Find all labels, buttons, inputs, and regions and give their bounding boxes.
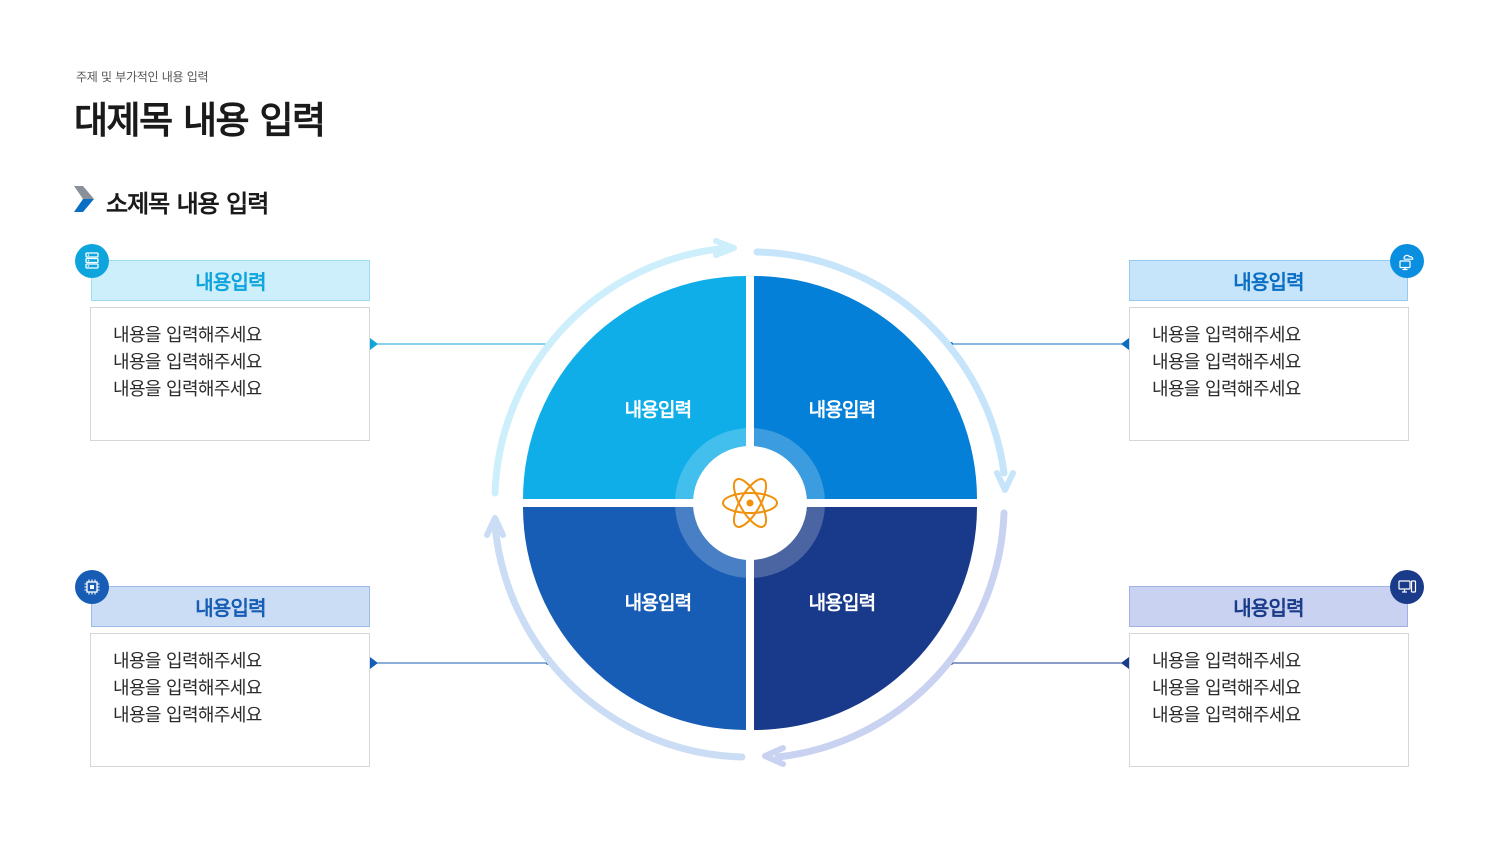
card-text-line: 내용을 입력해주세요 xyxy=(1152,651,1301,672)
atom-icon xyxy=(722,478,778,528)
card-text-line: 내용을 입력해주세요 xyxy=(113,678,262,699)
card-body-top-left: 내용을 입력해주세요 내용을 입력해주세요 내용을 입력해주세요 xyxy=(90,307,370,441)
arrowhead-icon xyxy=(484,515,506,538)
segment-label-top-left: 내용입력 xyxy=(625,399,692,421)
chevron-right-icon xyxy=(74,186,94,212)
arrowhead-icon xyxy=(713,238,737,258)
card-text-line: 내용을 입력해주세요 xyxy=(1152,678,1301,699)
connector-bottom-right xyxy=(949,657,1129,669)
connector-bottom-left xyxy=(370,657,550,669)
card-body-bottom-left: 내용을 입력해주세요 내용을 입력해주세요 내용을 입력해주세요 xyxy=(90,633,370,767)
card-heading-bottom-left: 내용입력 xyxy=(91,586,370,627)
cycle-arrow-bottom-right xyxy=(774,509,1008,761)
segment-bottom-left xyxy=(523,507,746,730)
card-body-bottom-right: 내용을 입력해주세요 내용을 입력해주세요 내용을 입력해주세요 xyxy=(1129,633,1409,767)
segment-label-bottom-left: 내용입력 xyxy=(625,592,692,614)
card-text-line: 내용을 입력해주세요 xyxy=(113,651,262,672)
segment-top-left xyxy=(523,276,746,499)
cycle-arrow-top-left xyxy=(491,244,732,497)
segment-bottom-right xyxy=(754,507,977,730)
segment-label-bottom-right: 내용입력 xyxy=(809,592,876,614)
cycle-arrow-top-right xyxy=(753,248,1008,477)
card-text-line: 내용을 입력해주세요 xyxy=(1152,705,1301,726)
card-text-line: 내용을 입력해주세요 xyxy=(1152,352,1301,373)
page-subtitle: 주제 및 부가적인 내용 입력 xyxy=(76,70,209,84)
section-title: 소제목 내용 입력 xyxy=(106,190,269,218)
card-text-line: 내용을 입력해주세요 xyxy=(1152,379,1301,400)
card-text-line: 내용을 입력해주세요 xyxy=(113,379,262,400)
card-heading-bottom-right: 내용입력 xyxy=(1129,586,1408,627)
card-text-line: 내용을 입력해주세요 xyxy=(1152,325,1301,346)
segment-top-right xyxy=(754,276,977,499)
cloud-monitor-icon xyxy=(1390,244,1424,278)
card-body-top-right: 내용을 입력해주세요 내용을 입력해주세요 내용을 입력해주세요 xyxy=(1129,307,1409,441)
card-text-line: 내용을 입력해주세요 xyxy=(113,352,262,373)
cycle-arrow-bottom-left xyxy=(491,521,746,761)
server-icon xyxy=(75,244,109,278)
connector-top-left xyxy=(370,338,550,350)
computer-icon xyxy=(1390,570,1424,604)
arrowhead-icon xyxy=(994,470,1016,493)
page-title: 대제목 내용 입력 xyxy=(74,99,326,142)
arrowhead-icon xyxy=(762,745,786,767)
segment-label-top-right: 내용입력 xyxy=(809,399,876,421)
card-heading-top-right: 내용입력 xyxy=(1129,260,1408,301)
card-text-line: 내용을 입력해주세요 xyxy=(113,325,262,346)
card-heading-top-left: 내용입력 xyxy=(91,260,370,301)
card-text-line: 내용을 입력해주세요 xyxy=(113,705,262,726)
connector-top-right xyxy=(949,338,1129,350)
chip-icon xyxy=(75,570,109,604)
